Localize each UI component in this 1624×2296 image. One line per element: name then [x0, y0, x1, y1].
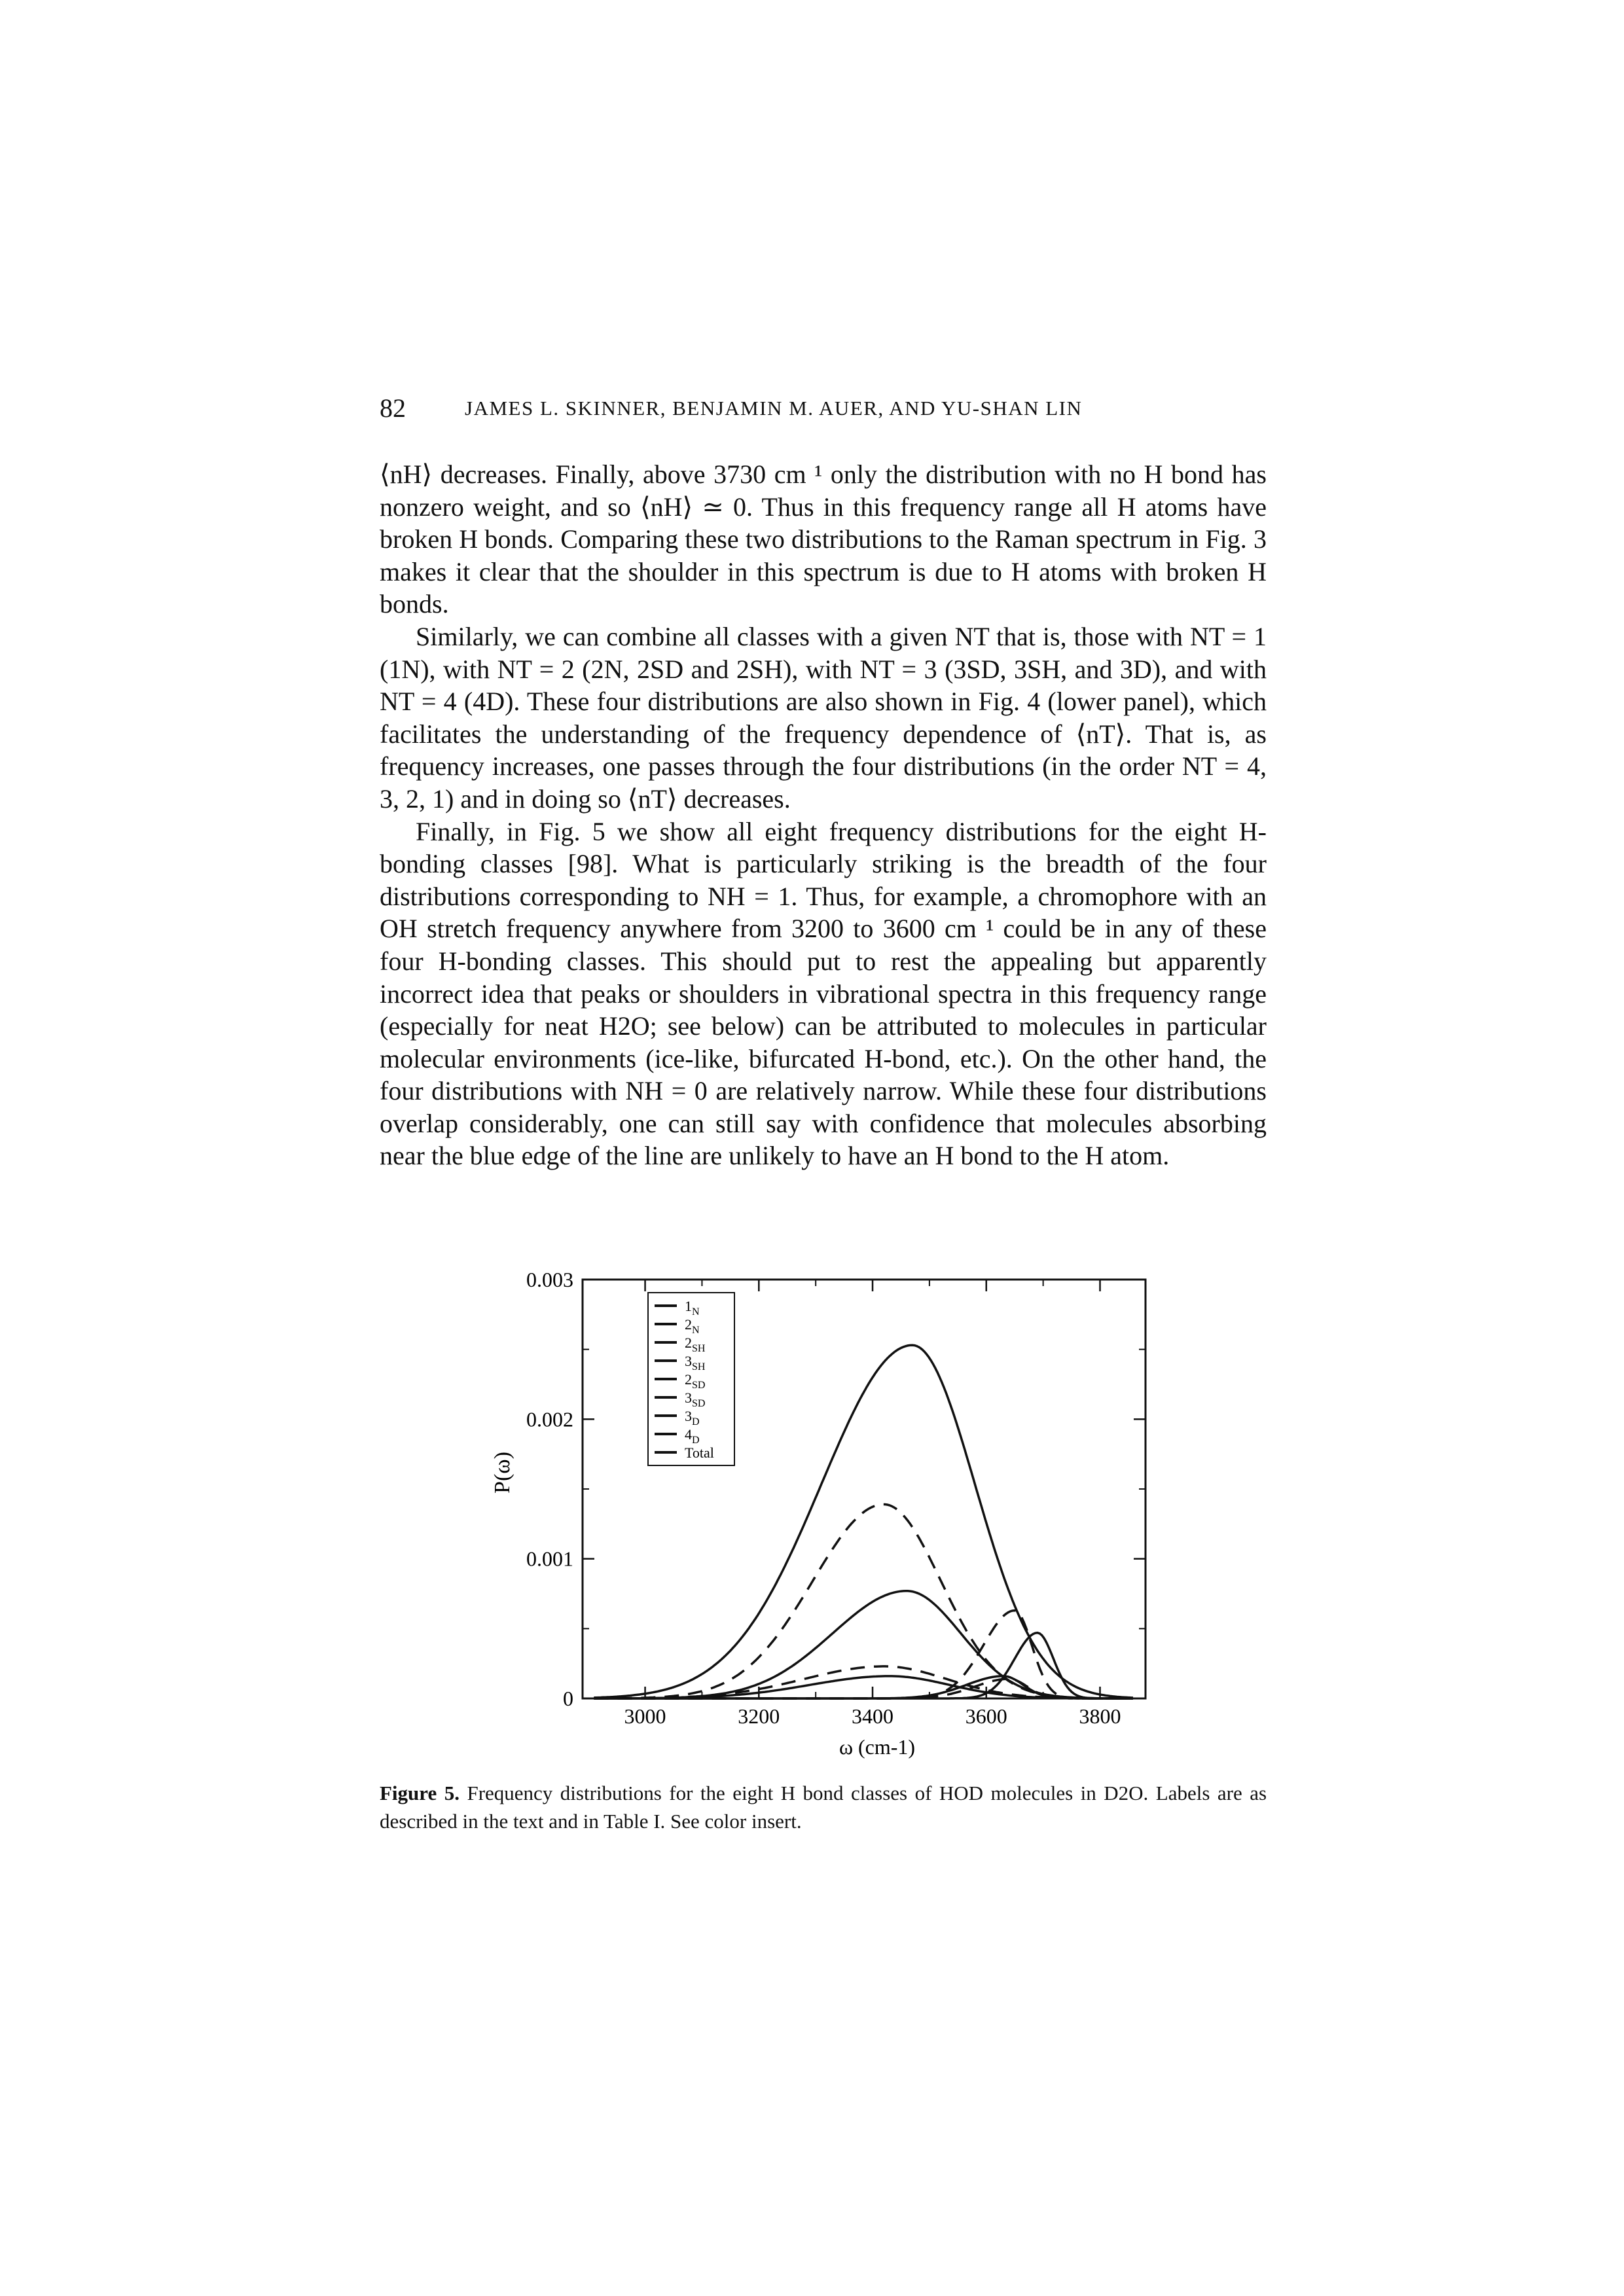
legend-label: 4D — [685, 1426, 700, 1446]
legend-label: 3D — [685, 1408, 700, 1427]
figure-caption: Figure 5. Frequency distributions for th… — [380, 1779, 1267, 1835]
series-Total — [594, 1344, 1133, 1699]
x-tick-label: 3600 — [965, 1704, 1007, 1728]
x-tick-label: 3000 — [624, 1704, 666, 1728]
x-tick-label: 3200 — [738, 1704, 780, 1728]
legend-label: 2N — [685, 1316, 700, 1336]
paragraph-2: Similarly, we can combine all classes wi… — [380, 621, 1267, 814]
series-1N — [594, 1631, 1133, 1700]
x-axis-label: ω (cm-1) — [839, 1735, 915, 1759]
legend-label: 2SH — [685, 1335, 706, 1354]
legend-label: 2SD — [685, 1371, 705, 1391]
paragraph-3: Finally, in Fig. 5 we show all eight fre… — [380, 816, 1267, 1171]
y-axis-label: P(ω) — [490, 1452, 514, 1494]
y-tick-label: 0.001 — [526, 1547, 573, 1571]
y-tick-label: 0 — [563, 1687, 573, 1710]
legend-label: 1N — [685, 1298, 700, 1318]
running-head: JAMES L. SKINNER, BENJAMIN M. AUER, AND … — [465, 397, 1083, 420]
y-tick-label: 0.002 — [526, 1407, 573, 1431]
series-2SD — [594, 1665, 1133, 1700]
legend-label: Total — [685, 1444, 714, 1461]
page-number: 82 — [380, 393, 406, 423]
x-tick-label: 3800 — [1079, 1704, 1121, 1728]
legend-label: 3SH — [685, 1353, 706, 1372]
series-4D — [594, 1590, 1133, 1700]
caption-text: Frequency distributions for the eight H … — [380, 1782, 1267, 1833]
body-text: ⟨nH⟩ decreases. Finally, above 3730 cm ¹… — [380, 458, 1267, 1172]
y-tick-label: 0.003 — [526, 1268, 573, 1291]
paragraph-1: ⟨nH⟩ decreases. Finally, above 3730 cm ¹… — [380, 459, 1267, 619]
page-header: 82 JAMES L. SKINNER, BENJAMIN M. AUER, A… — [380, 393, 1270, 432]
legend-label: 3SD — [685, 1390, 705, 1409]
x-tick-label: 3400 — [852, 1704, 893, 1728]
caption-label: Figure 5. — [380, 1782, 460, 1804]
series-3D — [594, 1503, 1133, 1700]
